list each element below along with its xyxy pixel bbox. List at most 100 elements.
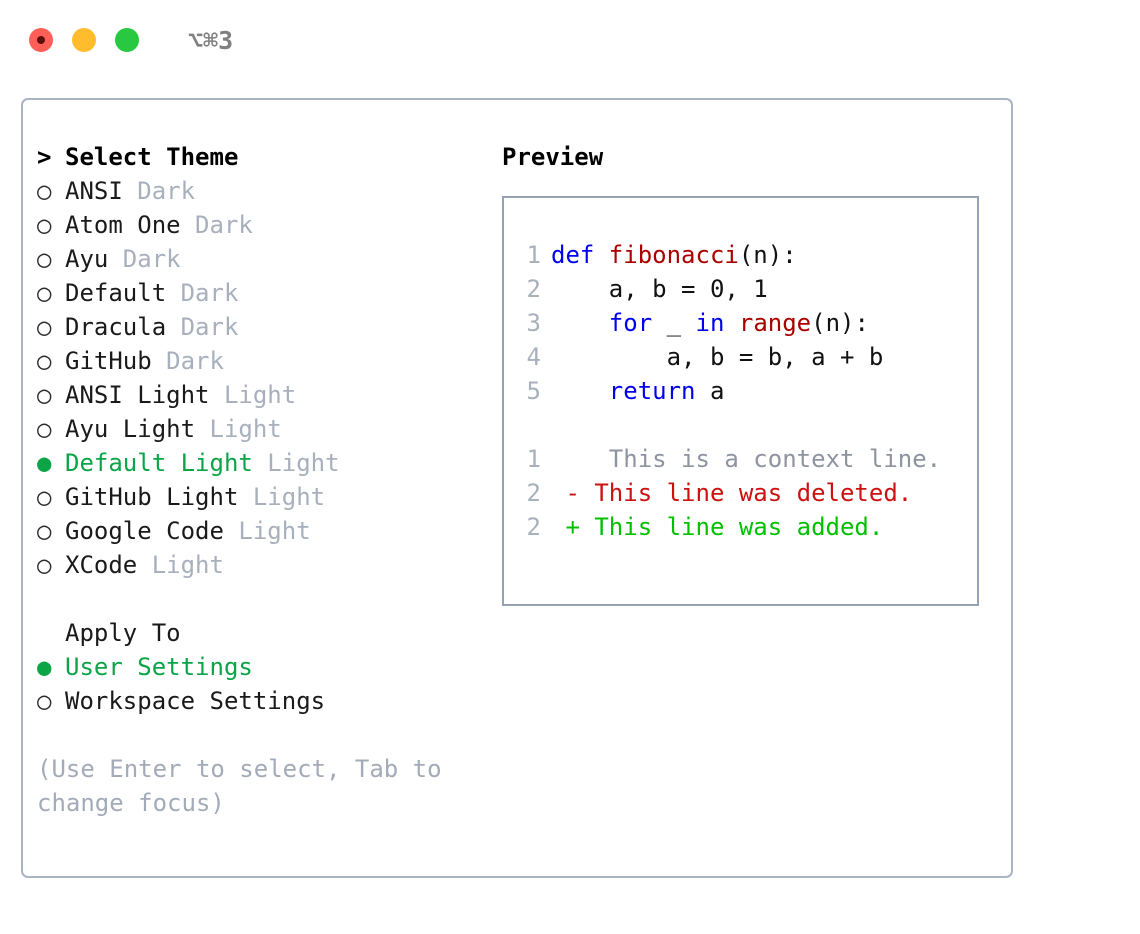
code-token: [551, 377, 609, 405]
theme-item-github[interactable]: ○GitHub Dark: [37, 344, 487, 378]
code-line-text: a, b = 0, 1: [551, 272, 768, 306]
theme-item-label: ANSI Light: [65, 381, 224, 409]
line-number: 3: [526, 309, 541, 337]
theme-item-variant: Dark: [180, 279, 239, 307]
theme-item-label: Ayu: [65, 245, 123, 273]
theme-item-label: Ayu Light: [65, 415, 210, 443]
radio-unselected-icon: ○: [37, 483, 52, 511]
theme-item-xcode[interactable]: ○ XCode Light: [37, 548, 487, 582]
theme-item-variant: Light: [209, 415, 282, 443]
theme-item-atom-one[interactable]: ○Atom One Dark: [37, 208, 487, 242]
apply-to-option-user-settings[interactable]: ● User Settings: [37, 650, 487, 684]
line-number: 2: [526, 479, 541, 507]
code-token: a, b = 0, 1: [551, 275, 768, 303]
diff-line-del: 2 - This line was deleted.: [515, 476, 941, 510]
radio-unselected-icon: ○: [37, 415, 52, 443]
theme-item-variant: Light: [223, 381, 297, 409]
code-token: range: [738, 309, 812, 337]
code-token: def: [551, 241, 609, 269]
code-token: (n):: [738, 241, 797, 269]
main-panel: > Select Theme ○ANSI Dark○Atom One Dark○…: [21, 98, 1013, 878]
code-line-text: return a: [551, 374, 725, 408]
diff-line-text: This is a context line.: [551, 445, 942, 473]
radio-unselected-icon: ○: [37, 211, 52, 239]
radio-unselected-icon: ○: [37, 381, 52, 409]
minimize-dot[interactable]: [72, 28, 96, 52]
apply-to-options: ● User Settings ○ Workspace Settings: [37, 650, 487, 718]
line-number: 5: [526, 377, 541, 405]
code-token: _: [652, 309, 696, 337]
theme-item-label: GitHub: [65, 347, 167, 375]
theme-item-label: XCode: [65, 551, 152, 579]
code-token: a: [695, 377, 725, 405]
theme-item-label: ANSI: [65, 177, 138, 205]
radio-unselected-icon: ○: [37, 177, 52, 205]
theme-item-ayu-light[interactable]: ○ Ayu Light Light: [37, 412, 487, 446]
theme-item-variant: Light: [238, 517, 311, 545]
code-token: [724, 309, 738, 337]
radio-unselected-icon: ○: [37, 347, 52, 375]
theme-item-label: Default: [65, 279, 181, 307]
radio-selected-icon: ●: [37, 653, 52, 681]
theme-item-label: GitHub Light: [65, 483, 253, 511]
radio-unselected-icon: ○: [37, 551, 52, 579]
theme-item-ansi-light[interactable]: ○ ANSI Light Light: [37, 378, 487, 412]
theme-item-ayu[interactable]: ○ Ayu Dark: [37, 242, 487, 276]
apply-to-option-label: User Settings: [65, 653, 253, 681]
theme-item-variant: Light: [252, 483, 326, 511]
theme-item-label: Dracula: [65, 313, 181, 341]
code-line: 4 a, b = b, a + b: [515, 340, 941, 374]
code-line: 3 for _ in range(n):: [515, 306, 941, 340]
radio-unselected-icon: ○: [37, 687, 52, 715]
theme-item-default[interactable]: ○ Default Dark: [37, 276, 487, 310]
list-spacer: [37, 582, 487, 616]
theme-item-label: Google Code: [65, 517, 239, 545]
radio-unselected-icon: ○: [37, 517, 52, 545]
keyboard-shortcut-label: ⌥⌘3: [188, 25, 234, 55]
line-number: 4: [526, 343, 541, 371]
apply-to-option-workspace-settings[interactable]: ○ Workspace Settings: [37, 684, 487, 718]
radio-unselected-icon: ○: [37, 279, 52, 307]
preview-title: Preview: [502, 143, 604, 171]
theme-item-github-light[interactable]: ○ GitHub Light Light: [37, 480, 487, 514]
theme-item-ansi[interactable]: ○ANSI Dark: [37, 174, 487, 208]
line-number: 2: [526, 275, 541, 303]
theme-selector-column: > Select Theme ○ANSI Dark○Atom One Dark○…: [37, 140, 487, 820]
keyboard-hint-text: (Use Enter to select, Tab to change focu…: [37, 755, 457, 817]
diff-line-text: + This line was added.: [551, 513, 884, 541]
code-token: (n):: [811, 309, 869, 337]
code-line-text: a, b = b, a + b: [551, 340, 884, 374]
code-token: [551, 309, 609, 337]
theme-item-google-code[interactable]: ○ Google Code Light: [37, 514, 487, 548]
radio-unselected-icon: ○: [37, 313, 52, 341]
title-bar: ⌥⌘3: [0, 0, 1140, 80]
theme-item-default-light[interactable]: ●Default Light Light: [37, 446, 487, 480]
code-line: 5 return a: [515, 374, 941, 408]
theme-item-label: Atom One: [65, 211, 196, 239]
diff-line-add: 2 + This line was added.: [515, 510, 941, 544]
code-line-text: def fibonacci(n):: [551, 238, 797, 272]
maximize-dot[interactable]: [115, 28, 139, 52]
diff-line-ctx: 1 This is a context line.: [515, 442, 942, 476]
theme-item-variant: Light: [151, 551, 224, 579]
code-token: fibonacci: [608, 241, 739, 269]
diff-line-text: - This line was deleted.: [551, 479, 913, 507]
theme-item-variant: Dark: [122, 245, 181, 273]
apply-to-option-label: Workspace Settings: [65, 687, 326, 715]
code-diff-spacer: [515, 408, 941, 442]
theme-list: ○ANSI Dark○Atom One Dark○Ayu Dark○Defaul…: [37, 174, 487, 582]
theme-item-dracula[interactable]: ○Dracula Dark: [37, 310, 487, 344]
caret-icon: >: [37, 143, 52, 171]
apply-to-spacer-icon: ○: [37, 616, 65, 650]
line-number: 1: [526, 445, 541, 473]
radio-unselected-icon: ○: [37, 245, 52, 273]
code-token: in: [695, 309, 725, 337]
apply-to-title: Apply To: [65, 619, 181, 647]
close-dot[interactable]: [29, 28, 53, 52]
code-line-text: for _ in range(n):: [551, 306, 869, 340]
